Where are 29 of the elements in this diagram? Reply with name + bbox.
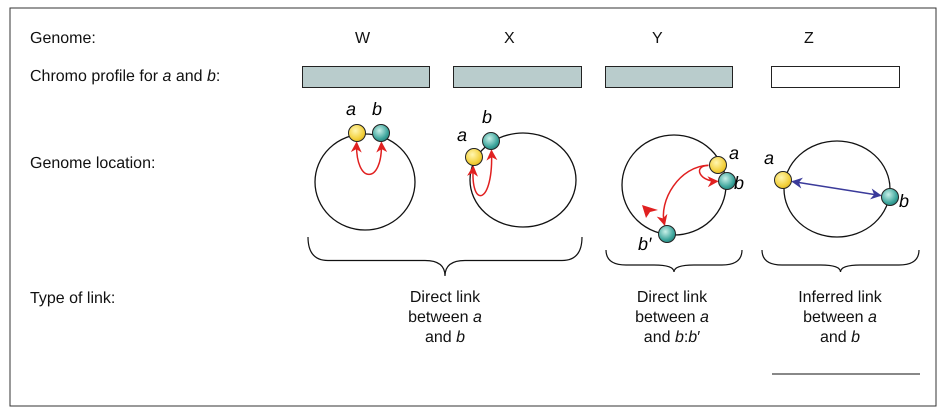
link-arrow [791, 178, 882, 200]
link-description: Direct link between a and b:b′ [634, 288, 710, 348]
gene-label: a [729, 144, 740, 162]
gene-label: b [734, 174, 744, 192]
genome-label: W [355, 30, 370, 48]
link-arrow [698, 164, 719, 186]
genome-label: X [504, 30, 515, 48]
gene-label: b [482, 108, 492, 126]
link-description: Direct link between a and b [407, 288, 483, 348]
genome-label: Z [804, 30, 814, 48]
gene-label: a [764, 149, 774, 167]
gene-label: b [899, 192, 910, 210]
gene-label: b′ [638, 235, 652, 253]
row-label: Chromo profile for a and b: [30, 68, 220, 86]
gene-label: a [457, 126, 468, 144]
link-description: Inferred link between a and b [797, 288, 883, 348]
gene-label: a [346, 100, 356, 118]
row-label: Type of link: [30, 290, 116, 308]
profile-bar [453, 66, 582, 88]
genome-label: Y [652, 30, 663, 48]
profile-bar [605, 66, 733, 88]
link-arrow [351, 141, 387, 176]
profile-bar [302, 66, 430, 88]
row-label: Genome location: [30, 155, 156, 173]
row-label: Genome: [30, 30, 96, 48]
link-arrow [468, 149, 498, 196]
profile-bar [771, 66, 900, 88]
link-arrow [658, 164, 709, 226]
gene-label: b [372, 100, 382, 118]
